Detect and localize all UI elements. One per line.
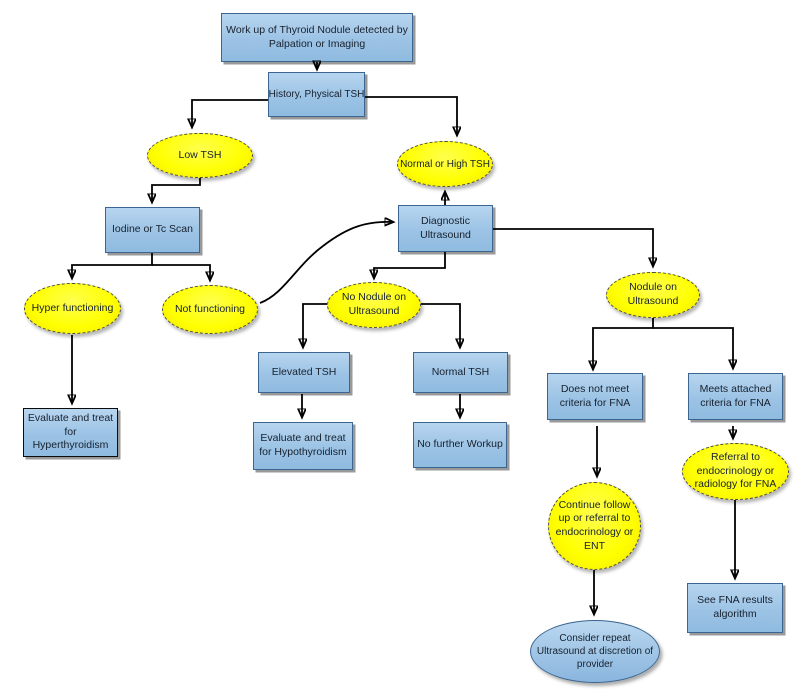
node-does-not-meet-fna: Does not meet criteria for FNA	[547, 373, 643, 420]
node-repeat-ultrasound-label: Consider repeat Ultrasound at discretion…	[536, 633, 654, 670]
node-history: History, Physical TSH	[268, 72, 365, 117]
arrow-history-to-normalhightsh	[365, 96, 457, 135]
node-no-further-workup-label: No further Workup	[417, 438, 503, 451]
node-normal-high-tsh: Normal or High TSH	[397, 141, 493, 187]
node-treat-hypothyroidism-label: Evaluate and treat for Hypothyroidism	[259, 432, 347, 458]
node-continue-followup: Continue follow up or referral to endocr…	[548, 482, 641, 570]
node-treat-hyperthyroidism: Evaluate and treat for Hyperthyroidism	[23, 408, 118, 457]
node-elevated-tsh: Elevated TSH	[258, 352, 350, 393]
node-not-functioning-label: Not functioning	[174, 302, 246, 315]
node-normal-tsh-label: Normal TSH	[431, 365, 490, 378]
node-workup-label: Work up of Thyroid Nodule detected by Pa…	[226, 23, 408, 50]
node-nodule-label: Nodule on Ultrasound	[627, 281, 679, 307]
node-not-functioning: Not functioning	[162, 285, 258, 334]
node-see-fna-results-label: See FNA results algorithm	[697, 594, 773, 620]
node-hyper-functioning-label: Hyper functioning	[31, 301, 114, 314]
node-no-nodule-label: No Nodule on Ultrasound	[341, 291, 407, 317]
node-continue-followup-label: Continue follow up or referral to endocr…	[555, 498, 634, 552]
node-meets-fna: Meets attached criteria for FNA	[688, 373, 783, 420]
node-nodule: Nodule on Ultrasound	[606, 272, 700, 318]
node-no-further-workup: No further Workup	[413, 422, 507, 468]
arrow-lowtsh-to-iodine	[152, 178, 201, 202]
node-workup: Work up of Thyroid Nodule detected by Pa…	[221, 13, 413, 62]
node-treat-hypothyroidism: Evaluate and treat for Hypothyroidism	[253, 422, 353, 470]
arrow-history-to-lowtsh	[192, 99, 268, 127]
node-does-not-meet-fna-label: Does not meet criteria for FNA	[559, 382, 631, 409]
node-no-nodule: No Nodule on Ultrasound	[327, 282, 421, 328]
node-iodine-scan-label: Iodine or Tc Scan	[112, 223, 193, 236]
arrow-nonodule-to-elevatedtsh	[303, 303, 327, 347]
arrow-iodine-to-notfunctioning	[152, 264, 210, 280]
arrow-diagnosticus-to-nonodule	[374, 252, 446, 278]
node-referral-fna-label: Referral to endocrinology or radiology f…	[694, 451, 777, 491]
arrow-diagnosticus-to-nodule	[493, 228, 653, 266]
node-iodine-scan: Iodine or Tc Scan	[105, 207, 200, 253]
node-low-tsh: Low TSH	[147, 133, 253, 178]
arrow-iodine-to-hyperfunctioning	[72, 253, 153, 278]
node-low-tsh-label: Low TSH	[178, 148, 222, 161]
node-referral-fna: Referral to endocrinology or radiology f…	[682, 443, 789, 500]
node-meets-fna-label: Meets attached criteria for FNA	[699, 382, 772, 409]
node-hyper-functioning: Hyper functioning	[24, 283, 121, 334]
node-elevated-tsh-label: Elevated TSH	[271, 365, 337, 378]
arrow-nodule-to-meetsfna	[653, 327, 733, 368]
node-normal-high-tsh-label: Normal or High TSH	[400, 158, 490, 170]
node-see-fna-results: See FNA results algorithm	[687, 583, 783, 633]
node-history-label: History, Physical TSH	[268, 89, 365, 100]
node-diagnostic-us: Diagnostic Ultrasound	[398, 205, 493, 252]
arrow-nodule-to-nofna	[593, 318, 654, 369]
node-treat-hyperthyroidism-label: Evaluate and treat for Hyperthyroidism	[27, 412, 114, 452]
arrow-nonodule-to-normaltsh	[421, 303, 460, 347]
node-normal-tsh: Normal TSH	[413, 352, 508, 393]
node-repeat-ultrasound: Consider repeat Ultrasound at discretion…	[530, 620, 660, 683]
node-diagnostic-us-label: Diagnostic Ultrasound	[420, 214, 471, 241]
